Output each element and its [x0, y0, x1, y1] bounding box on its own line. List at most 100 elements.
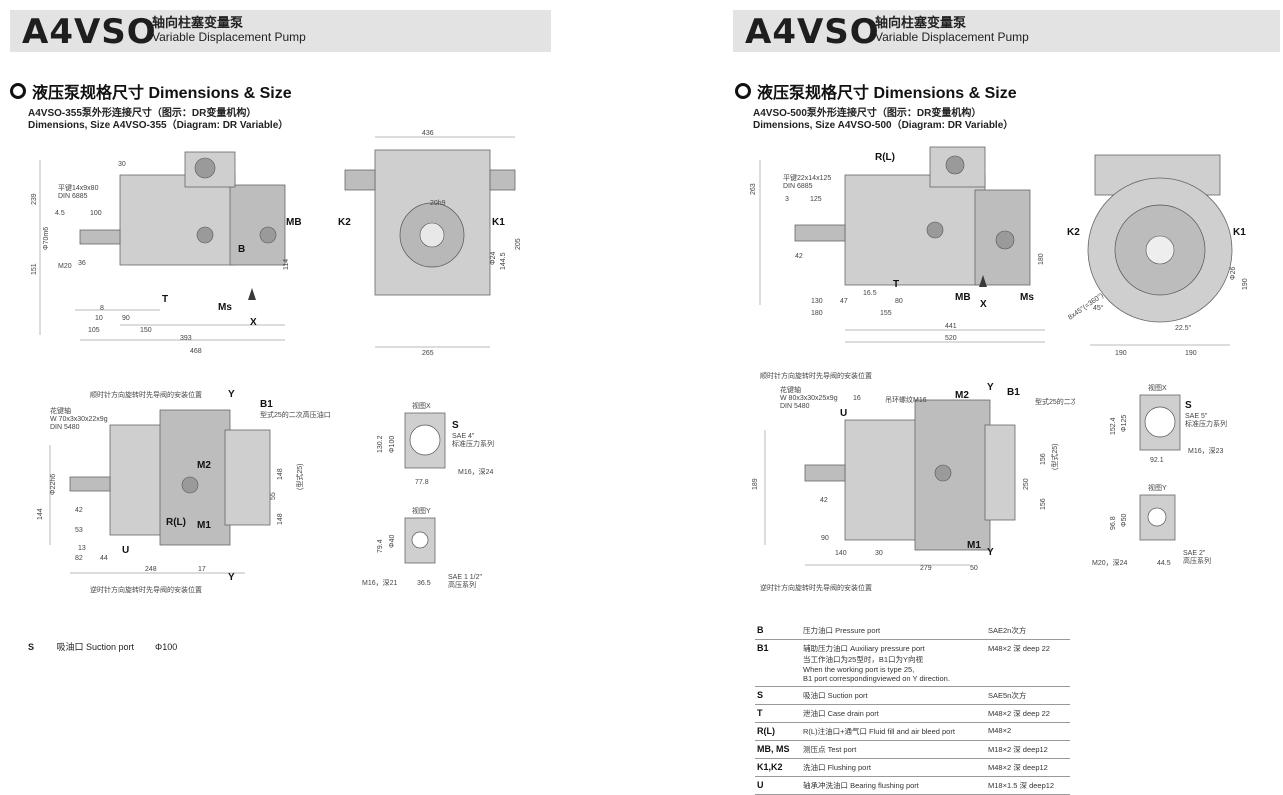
side-view-drawing-right: R(L) 263 平键22x14x125 DIN 6885 125 3 42 1… [750, 146, 1045, 343]
dim-125b: Φ125 [1121, 415, 1128, 432]
label-s-right: S [1185, 400, 1192, 411]
dim-70: Φ70m6 [43, 227, 50, 250]
din5480-right: DIN 5480 [780, 403, 810, 410]
port-code: R(L) [755, 722, 801, 741]
dim-441: 441 [945, 323, 957, 330]
control-block [229, 184, 286, 266]
label-k2: K2 [338, 217, 351, 228]
port-code: U [755, 776, 801, 795]
left-page: A4VSO 轴向柱塞变量泵 Variable Displacement Pump… [0, 0, 620, 789]
port-description: 洗油口 Flushing port [801, 758, 986, 777]
dim-114: 114 [283, 259, 290, 270]
high-series-right: 高压系列 [1183, 556, 1211, 565]
label-m2: M2 [197, 460, 211, 471]
port-code: S [755, 686, 801, 705]
label-u-right: U [840, 408, 847, 419]
dim-36: 36 [78, 260, 86, 267]
dim-265: 265 [422, 350, 434, 357]
dim-47: 47 [840, 298, 848, 305]
spline-spec-right: W 80x3x30x25x9g [780, 395, 838, 402]
label-m1-right: M1 [967, 540, 981, 551]
dim-type25: (型式25) [295, 464, 304, 490]
dim-96-8: 96.8 [1110, 516, 1117, 530]
label-m1: M1 [197, 520, 211, 531]
port-spec: SAE5n次方 [986, 686, 1070, 705]
shaft [79, 229, 121, 245]
label-b: B [238, 244, 245, 255]
label-b1-right: B1 [1007, 387, 1020, 398]
subtitle: A4VSO-355泵外形连接尺寸（图示：DR变量机构） Dimensions, … [28, 108, 288, 132]
dim-50b: 50 [970, 565, 978, 572]
m20-24-label: M20，深24 [1092, 558, 1128, 567]
din-label: DIN 6885 [58, 193, 88, 200]
std-pressure-label: 标准压力系列 [452, 439, 494, 448]
label-mb-right: MB [955, 292, 971, 303]
dim-53: 53 [75, 527, 83, 534]
label-y-top: Y [228, 389, 235, 400]
dim-44: 44 [100, 555, 108, 562]
port-code: K1,K2 [755, 758, 801, 777]
dim-155: 155 [880, 310, 892, 317]
dim-17: 17 [198, 566, 206, 573]
dim-144: 144 [37, 508, 44, 520]
dim-55: 55 [270, 492, 277, 500]
port-description: 吸油口 Suction port [801, 686, 986, 705]
subtitle-en: Dimensions, Size A4VSO-355（Diagram: DR V… [28, 120, 289, 131]
subtitle-right: A4VSO-500泵外形连接尺寸（图示：DR变量机构） Dimensions, … [753, 108, 1013, 132]
port-views-drawing-right: 视图X 视图Y S SAE 5" 标准压力系列 M16，深23 92.1 152… [1092, 383, 1227, 567]
dim-80: 80 [895, 298, 903, 305]
dim-239: 239 [31, 193, 38, 205]
dim-13: 13 [78, 545, 86, 552]
dim-24: Φ24 [490, 252, 497, 265]
din5480-label: DIN 5480 [50, 424, 80, 431]
section-text-right: 液压泵规格尺寸 Dimensions & Size [757, 85, 1017, 102]
dim-42: 42 [75, 507, 83, 514]
label-y-top-right: Y [987, 382, 994, 393]
dim-250: 250 [1023, 478, 1030, 490]
front-view-drawing-right: K2 K1 190 190 45° 22.5° 8x45°(=360°) 190… [1067, 154, 1249, 357]
port-spec: M48×2 [986, 722, 1070, 741]
label-mb: MB [286, 217, 302, 228]
dim-79-4: 79.4 [377, 539, 384, 553]
type25-note: 型式25的二次高压油口 [260, 410, 331, 419]
sae5-label: SAE 5" [1185, 413, 1208, 420]
sae2-label: SAE 2" [1183, 550, 1206, 557]
title-cn-right: 轴向柱塞变量泵 [875, 15, 967, 30]
dim-50: Φ50 [1121, 514, 1128, 527]
dim-130-2: 130.2 [377, 435, 384, 453]
title-en-right: Variable Displacement Pump [875, 30, 1029, 44]
side-view-drawing: 239 151 30 平键14x9x80 DIN 6885 4.5 100 36… [31, 151, 302, 355]
key-label: 平键14x9x80 [58, 183, 99, 192]
dim-156b: 156 [1040, 498, 1047, 510]
label-k1: K1 [492, 217, 505, 228]
dim-82: 82 [75, 555, 83, 562]
port-spec: M18×1.5 深 deep12 [986, 776, 1070, 795]
cw-note-right: 顺时针方向旋转时先导阀的安装位置 [760, 371, 872, 380]
sae4-label: SAE 4" [452, 433, 475, 440]
dim-205: 205 [515, 238, 522, 250]
dim-90-right: 90 [821, 535, 829, 542]
label-x: X [250, 317, 257, 328]
dim-42-b: 42 [820, 497, 828, 504]
label-ms-right: Ms [1020, 292, 1034, 303]
port-views-drawing: 视图X 视图Y S SAE 4" 标准压力系列 M16，深24 77.8 130… [362, 401, 494, 589]
port-row: R(L)R(L)注油口+通气口 Fluid fill and air bleed… [755, 722, 1070, 741]
dim-150: 150 [140, 327, 152, 334]
dim-77-8: 77.8 [415, 479, 429, 486]
dim-20h9: 20h9 [430, 200, 446, 207]
dim-180: 180 [811, 310, 823, 317]
dim-90: 90 [122, 315, 130, 322]
top-view-drawing: 花键轴 W 70x3x30x22x9g DIN 5480 顺时针方向旋转时先导阀… [37, 389, 331, 594]
view-y-right: 视图Y [1148, 483, 1167, 492]
key-label-right: 平键22x14x125 [783, 173, 831, 182]
dim-36-5: 36.5 [417, 580, 431, 587]
dim-30: 30 [118, 161, 126, 168]
front-view-drawing: 436 265 20h9 K2 K1 Φ24 144.5 205 [338, 130, 522, 357]
dim-8: 8 [100, 305, 104, 312]
pump-housing [119, 174, 236, 266]
bullet-icon [10, 83, 26, 99]
dim-44-5: 44.5 [1157, 560, 1171, 567]
banner-title: 轴向柱塞变量泵 Variable Displacement Pump [152, 16, 306, 45]
view-y-label: 视图Y [412, 506, 431, 515]
